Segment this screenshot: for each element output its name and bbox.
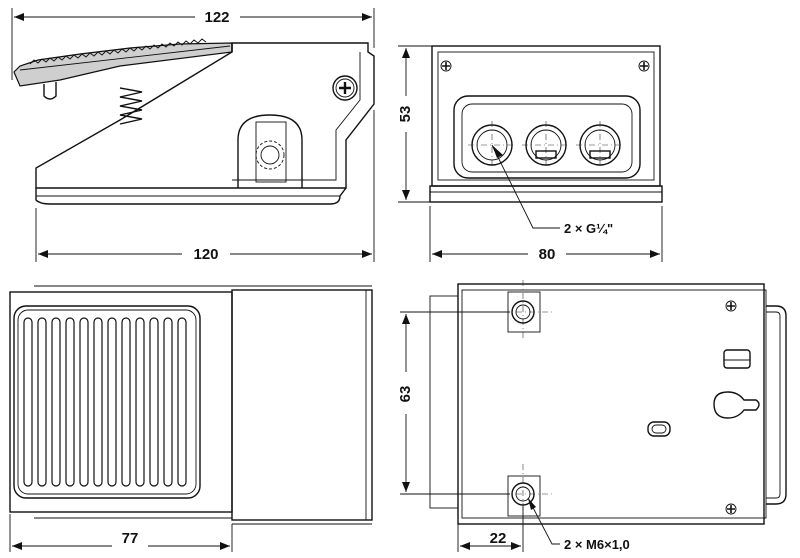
port-callout: 2 × G¼" (564, 221, 613, 236)
front-view: 2 × G¼" 53 80 (397, 45, 663, 263)
dim-front-width: 80 (539, 246, 556, 263)
top-view: 77 (9, 285, 373, 552)
dim-front-height: 53 (397, 106, 414, 123)
bottom-view: 63 22 2 × M6×1,0 (397, 280, 787, 552)
side-view: 122 120 (11, 8, 375, 263)
pedal-ribs (23, 317, 187, 487)
screw-icon (638, 60, 650, 72)
dim-side-bottom-width: 120 (193, 246, 218, 263)
screw-icon (725, 300, 737, 312)
dim-side-top-width: 122 (204, 9, 229, 26)
thread-callout: 2 × M6×1,0 (564, 537, 630, 552)
dim-bottom-offset: 22 (490, 530, 507, 547)
dim-bottom-height: 63 (397, 386, 414, 403)
screw-icon (440, 60, 452, 72)
dim-top-width: 77 (122, 530, 139, 547)
screw-icon (725, 503, 737, 515)
